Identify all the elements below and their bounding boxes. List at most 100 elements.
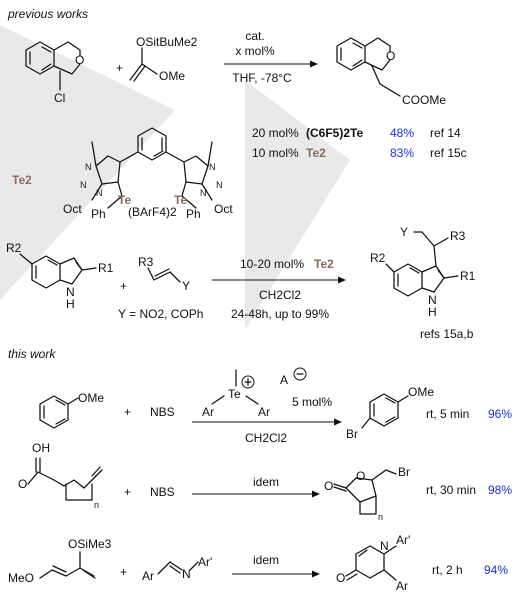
lactone-carbonyl-o: O: [324, 479, 333, 493]
arrowhead-4: [312, 490, 320, 498]
isochroman-product: O COOMe: [336, 37, 446, 107]
plus-sign-3: +: [124, 405, 131, 419]
imine-aryl-prime: Ar': [198, 555, 212, 569]
alkenoic-acid: O OH n: [18, 441, 103, 510]
time-4: rt, 30 min: [426, 483, 476, 497]
lactone-ring-o: O: [356, 469, 365, 483]
silyloxy-label: OSiMe3: [68, 537, 112, 551]
te2-catalyst-structure: Te2 N N N Oct Ph Te N N N Oct Ph Te (BAr…: [12, 127, 233, 221]
imine: Ar N Ar': [142, 555, 212, 583]
r1-label: R1: [98, 261, 114, 275]
silyl-ketene-acetal: OSitBuMe2 OMe: [129, 35, 198, 83]
cat1-yield: 48%: [390, 126, 414, 140]
product-ome: OMe: [408, 385, 434, 399]
arrowhead-2: [338, 276, 346, 284]
r3-label: R3: [138, 255, 154, 269]
plus-sign-2: +: [120, 279, 127, 293]
refs-label: refs 15a,b: [420, 327, 474, 341]
plus-sign-5: +: [120, 565, 127, 579]
isochroman-substrate: O Cl: [25, 41, 84, 105]
te2-catalyst-label: Te2: [12, 173, 32, 187]
arrowhead-3: [334, 418, 342, 426]
condition-idem-4: idem: [253, 475, 279, 489]
methoxy-label: OMe: [159, 69, 185, 83]
cat1-loading: 20 mol%: [252, 126, 299, 140]
section-this-work: this work: [8, 347, 56, 361]
methoxy-label-5: MeO: [8, 571, 34, 585]
product-ring-oxygen: O: [386, 49, 395, 63]
r2-label: R2: [6, 241, 22, 255]
plus-charge-icon: [241, 375, 255, 389]
ring-n-label-5: N: [380, 539, 389, 553]
cat1-ref: ref 14: [430, 126, 461, 140]
indole-n: N: [66, 285, 75, 299]
product-indole-h: H: [428, 305, 437, 319]
reaction-2: R2 R1 N H + R3 Y Y = NO2, COPh 10-20 mol…: [6, 225, 476, 341]
left-tellurium: Te: [118, 193, 131, 207]
imine-n: N: [182, 567, 191, 581]
anisole: OMe: [39, 391, 104, 429]
right-phenyl: Ph: [186, 207, 201, 221]
right-n-plus: N: [209, 162, 216, 172]
product-aryl: Ar: [396, 579, 408, 593]
right-n-oct: N: [200, 188, 207, 198]
tellurium-center: Te: [228, 387, 241, 401]
imine-aryl: Ar: [142, 569, 154, 583]
ester-group-label: COOMe: [402, 93, 446, 107]
nbs-label-3: NBS: [150, 405, 175, 419]
right-octyl: Oct: [214, 202, 233, 216]
indole-h: H: [66, 297, 75, 311]
left-octyl: Oct: [63, 202, 82, 216]
arrowhead-5: [312, 570, 320, 578]
condition-catalyst: cat.: [245, 29, 264, 43]
cond-solvent: CH2Cl2: [259, 288, 301, 302]
cat2-name: Te2: [306, 146, 326, 160]
product-br-3: Br: [346, 427, 358, 441]
danishefsky-diene: MeO OSiMe3: [8, 537, 112, 585]
bromolactone-product: O O Br n: [324, 465, 410, 522]
yield-3: 96%: [488, 407, 512, 421]
yield-4: 98%: [488, 483, 512, 497]
right-n: N: [216, 180, 223, 190]
product-r2: R2: [370, 251, 386, 265]
ring-n-label: n: [378, 512, 383, 522]
silyl-ether-label: OSitBuMe2: [136, 35, 198, 49]
right-tellurium: Te: [174, 193, 187, 207]
plus-sign-4: +: [124, 485, 131, 499]
bromoanisole-product: OMe Br: [346, 385, 434, 441]
michael-acceptor: R3 Y: [138, 255, 190, 293]
alkylated-indole-product: Y R3 R2 R1 N H: [370, 225, 476, 319]
product-carbonyl-o: O: [336, 571, 345, 585]
plus-sign-1: +: [116, 61, 123, 75]
acceptor-y: Y: [182, 279, 190, 293]
time-5: rt, 2 h: [432, 563, 463, 577]
yield-5: 94%: [484, 563, 508, 577]
left-n-oct: N: [96, 188, 103, 198]
aryl-left: Ar: [202, 405, 214, 419]
arrowhead-1: [310, 60, 318, 68]
cat2-ref: ref 15c: [430, 146, 467, 160]
aryl-right: Ar: [258, 405, 270, 419]
product-y: Y: [400, 225, 408, 239]
reaction-1: O Cl + OSitBuMe2 OMe cat. x mol% THF, -7…: [25, 29, 467, 160]
nbs-label-4: NBS: [150, 485, 175, 499]
chloride-label: Cl: [54, 91, 65, 105]
condition-idem-5: idem: [253, 553, 279, 567]
left-n: N: [80, 180, 87, 190]
cond-loading: 10-20 mol%: [240, 257, 304, 271]
hydroxyl-label: OH: [32, 441, 50, 455]
indole-substrate: R2 R1 N H: [6, 241, 114, 311]
ring-oxygen-label: O: [75, 53, 84, 67]
anisole-ome: OMe: [78, 391, 104, 405]
left-phenyl: Ph: [91, 207, 106, 221]
cat1-name: (C6F5)2Te: [306, 126, 363, 140]
condition-solvent-temp: THF, -78°C: [232, 71, 292, 85]
dihydropyridinone-product: N Ar' O Ar: [336, 533, 410, 593]
catalyst-loading-3: 5 mol%: [292, 395, 332, 409]
carbonyl-o: O: [18, 477, 27, 491]
cat2-yield: 83%: [390, 146, 414, 160]
cond-time-yield: 24-48h, up to 99%: [231, 307, 329, 321]
reaction-3: OMe + NBS Te Ar Ar A 5 mol% CH2Cl2: [39, 367, 512, 445]
condition-loading: x mol%: [235, 44, 275, 58]
telluronium-catalyst: Te Ar Ar A: [202, 367, 307, 419]
